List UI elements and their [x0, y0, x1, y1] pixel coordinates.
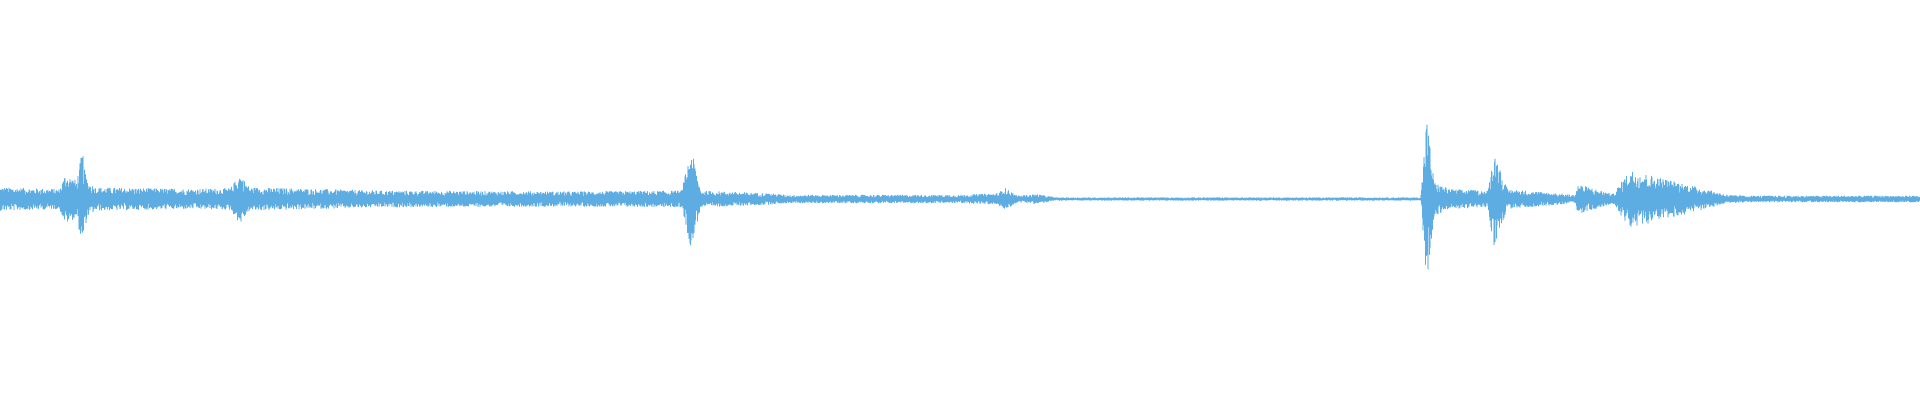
waveform-trace [0, 124, 1920, 270]
